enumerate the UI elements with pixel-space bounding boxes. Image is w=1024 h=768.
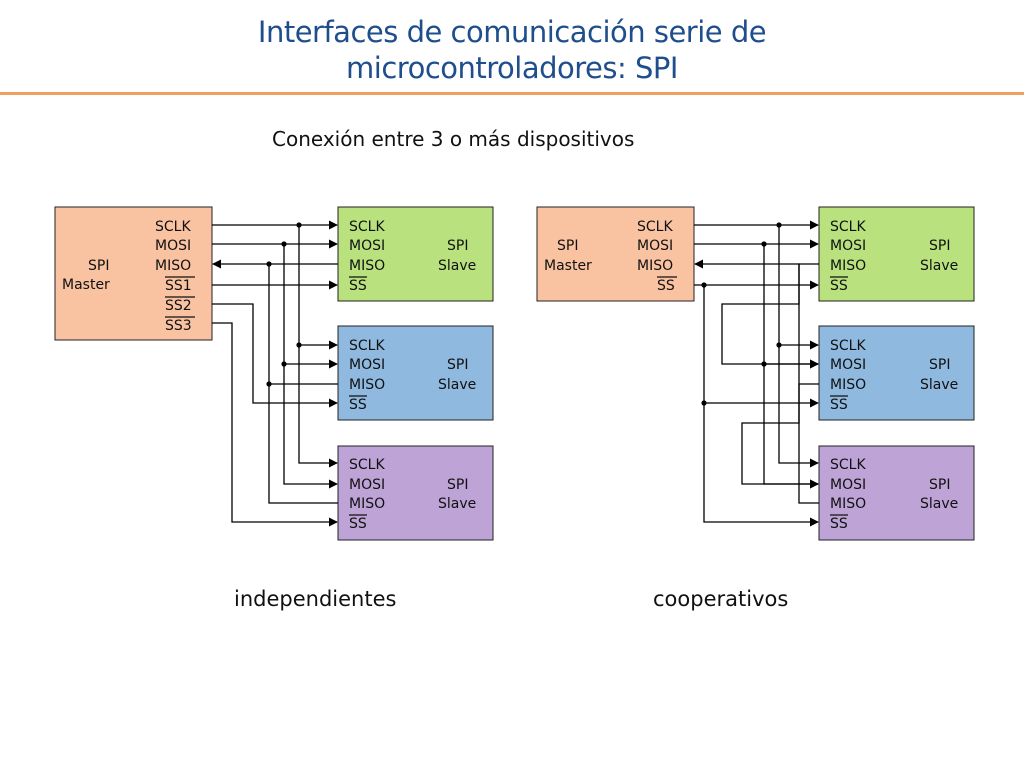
pin-ss: SS (349, 516, 367, 532)
master-role: Master (544, 258, 592, 274)
slave-name: SPI (447, 357, 468, 373)
slide-title: Interfaces de comunicación serie de micr… (0, 14, 1024, 86)
slide-title-line2: microcontroladores: SPI (346, 51, 678, 85)
pin-mosi: MOSI (349, 477, 385, 493)
pin-ss1: SS1 (165, 278, 192, 294)
pin-sclk: SCLK (155, 219, 191, 235)
master-name: SPI (557, 238, 578, 254)
pin-ss: SS (830, 397, 848, 413)
pin-ss: SS (349, 397, 367, 413)
pin-miso: MISO (349, 377, 385, 393)
junctions-left (266, 222, 302, 387)
master-block-right: SPI Master SCLK MOSI MISO SS (536, 206, 695, 302)
wires-right (694, 220, 819, 527)
slave-role: Slave (438, 377, 476, 393)
junctions-right (701, 222, 782, 406)
slave-name: SPI (929, 357, 950, 373)
master-name: SPI (88, 258, 109, 274)
slave-name: SPI (447, 238, 468, 254)
pin-miso: MISO (830, 496, 866, 512)
slave-role: Slave (920, 496, 958, 512)
slave-block-1: SCLK MOSI MISO SS SPI Slave (337, 206, 494, 302)
pin-sclk: SCLK (830, 338, 866, 354)
pin-mosi: MOSI (349, 357, 385, 373)
pin-sclk: SCLK (830, 219, 866, 235)
pin-miso: MISO (830, 258, 866, 274)
pin-miso: MISO (349, 258, 385, 274)
slave-block-2: SCLK MOSI MISO SS SPI Slave (818, 325, 975, 421)
diagram-independientes: SPI Master SCLK MOSI MISO SS1 SS2 SS3 SC… (54, 206, 494, 541)
pin-ss: SS (657, 278, 675, 294)
pin-mosi: MOSI (155, 238, 191, 254)
slave-block-1: SCLK MOSI MISO SS SPI Slave (818, 206, 975, 302)
pin-mosi: MOSI (830, 357, 866, 373)
slide-title-line1: Interfaces de comunicación serie de (257, 15, 767, 49)
pin-sclk: SCLK (349, 457, 385, 473)
wires-left (212, 220, 338, 527)
title-divider (0, 92, 1024, 95)
slave-name: SPI (929, 477, 950, 493)
slave-role: Slave (438, 496, 476, 512)
master-block-left: SPI Master SCLK MOSI MISO SS1 SS2 SS3 (54, 206, 213, 341)
caption-independientes: independientes (234, 587, 397, 611)
pin-sclk: SCLK (349, 338, 385, 354)
slave-role: Slave (438, 258, 476, 274)
slave-role: Slave (920, 258, 958, 274)
slave-name: SPI (929, 238, 950, 254)
pin-mosi: MOSI (349, 238, 385, 254)
pin-miso: MISO (637, 258, 673, 274)
pin-miso: MISO (155, 258, 191, 274)
slave-block-3: SCLK MOSI MISO SS SPI Slave (337, 445, 494, 541)
pin-mosi: MOSI (637, 238, 673, 254)
pin-miso: MISO (349, 496, 385, 512)
pin-sclk: SCLK (349, 219, 385, 235)
pin-ss: SS (830, 516, 848, 532)
pin-mosi: MOSI (830, 477, 866, 493)
pin-mosi: MOSI (830, 238, 866, 254)
master-role: Master (62, 277, 110, 293)
pin-miso: MISO (830, 377, 866, 393)
slave-block-2: SCLK MOSI MISO SS SPI Slave (337, 325, 494, 421)
caption-cooperativos: cooperativos (653, 587, 789, 611)
pin-ss3: SS3 (165, 318, 192, 334)
slave-role: Slave (920, 377, 958, 393)
slave-name: SPI (447, 477, 468, 493)
pin-sclk: SCLK (830, 457, 866, 473)
slave-block-3: SCLK MOSI MISO SS SPI Slave (818, 445, 975, 541)
pin-ss: SS (830, 278, 848, 294)
pin-ss: SS (349, 278, 367, 294)
pin-ss2: SS2 (165, 298, 192, 314)
diagram-cooperativos: SPI Master SCLK MOSI MISO SS SCLK MOSI M… (536, 206, 975, 541)
pin-sclk: SCLK (637, 219, 673, 235)
slide-subtitle: Conexión entre 3 o más dispositivos (272, 127, 635, 151)
